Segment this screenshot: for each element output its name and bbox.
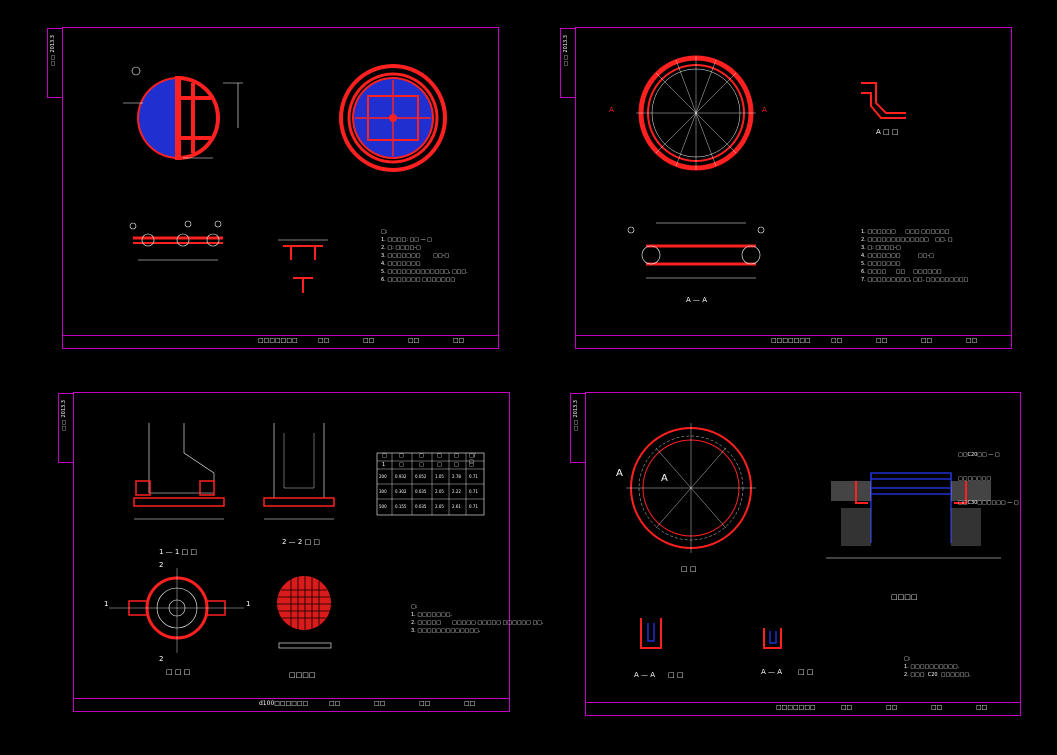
view-label-a-a-2: A — A (761, 668, 783, 676)
view-label-section: □□□□ (891, 593, 918, 601)
drawing-sheet-2: □□ 2013.3 A A A □ □ (560, 27, 1012, 349)
drawing-sheet-3: □□ 2013.3 (58, 392, 544, 712)
title-block-name: □□□□□□□ (771, 337, 811, 344)
view-label-rebar: □□□□ (289, 671, 316, 679)
side-tab-text: □□ 2013.3 (61, 400, 67, 432)
detail-label: A □ □ (876, 128, 899, 136)
marker-a-right: A (762, 106, 767, 114)
title-block-c3: □□ (931, 704, 943, 711)
sheet-1-drawing (123, 64, 447, 293)
title-block: □□□□□□□ □□ □□ □□ □□ (576, 335, 1011, 348)
marker-1-right: 1 (246, 600, 251, 608)
legend-item: □□□□□□□ (958, 476, 992, 482)
title-block-c2: □□ (886, 704, 898, 711)
rebar-grid-plan (277, 576, 332, 649)
ring-section-view (826, 472, 1001, 559)
title-block-c4: □□ (453, 337, 465, 344)
sheet-side-tab: □□ 2013.3 (560, 28, 576, 98)
drawing-sheet-4: □□ 2013.3 (570, 392, 1021, 716)
title-block-c2: □□ (876, 337, 888, 344)
title-block-c3: □□ (419, 700, 431, 707)
title-block: □□□□□□□ □□ □□ □□ □□ (586, 702, 1020, 715)
sheet-side-tab: □□ 2013.3 (570, 393, 586, 463)
frame-section-view (627, 222, 765, 279)
title-block-name: □□□□□□□ (776, 704, 816, 711)
view-label-1-1: 1 — 1 □ □ (159, 548, 198, 556)
legend-item: □□C30□□□□□□ — □ (958, 500, 1019, 506)
title-block-c4: □□ (966, 337, 978, 344)
sheet-notes: □: 1. □□□□□□□□□□. 2. □□□ C20 □□□□□□. (904, 656, 971, 678)
title-block-c4: □□ (464, 700, 476, 707)
rib-detail-view (278, 239, 328, 293)
sheet-3-drawing (109, 423, 485, 653)
side-tab-text: □□ 2013.3 (563, 35, 569, 67)
marker-a-center: A (661, 473, 668, 484)
side-tab-text: □□ 2013.3 (573, 400, 579, 432)
title-block-c4: □□ (976, 704, 988, 711)
title-block-c1: □□ (831, 337, 843, 344)
sheet-notes: 1. □□□□□□ □□□ □□□□□□ 2. □□□□□□□□□□□□□ □□… (861, 229, 969, 283)
view-label-detail-2: □ □ (798, 668, 814, 676)
view-label-2-2: 2 — 2 □ □ (282, 538, 321, 546)
marker-2-bottom: 2 (159, 655, 164, 663)
cover-section-view (129, 220, 223, 261)
ring-plan-view (626, 423, 756, 553)
title-block: □□□□□□□ □□ □□ □□ □□ (63, 335, 498, 348)
title-block-name: □□□□□□□ (258, 337, 298, 344)
view-label-plan: □ □ (681, 565, 697, 573)
plan-view (109, 568, 244, 653)
view-label-plan: □ □ □ (166, 668, 191, 676)
manhole-cover-plan-half (123, 66, 243, 160)
sheet-2-drawing (627, 55, 906, 279)
sheet-side-tab: □□ 2013.3 (47, 28, 63, 98)
view-label-detail-1: □ □ (668, 671, 684, 679)
sheet-side-tab: □□ 2013.3 (58, 393, 74, 463)
marker-1-left: 1 (104, 600, 109, 608)
title-block-c3: □□ (408, 337, 420, 344)
frame-plan-view (636, 55, 756, 171)
sheet-notes: □: 1. □□□□□□□. 2. □□□□□ □□□□□ □□□□□ □□□□… (411, 604, 544, 634)
edge-detail-1 (640, 618, 662, 649)
marker-a-left: A (616, 468, 623, 479)
dimension-table (376, 452, 485, 516)
title-block-c2: □□ (374, 700, 386, 707)
edge-detail-2 (763, 628, 782, 649)
section-label: A — A (686, 296, 708, 304)
title-block-c2: □□ (363, 337, 375, 344)
title-block: d100□□□□□□ □□ □□ □□ □□ (74, 698, 509, 711)
legend-item: □□C20□□ — □ (958, 452, 1000, 458)
manhole-cover-plan-full (339, 64, 447, 172)
section-1-1 (133, 423, 225, 520)
view-label-a-a-1: A — A (634, 671, 656, 679)
title-block-c1: □□ (318, 337, 330, 344)
side-tab-text: □□ 2013.3 (50, 35, 56, 67)
title-block-name: d100□□□□□□ (259, 700, 309, 707)
frame-detail-a (861, 82, 906, 119)
marker-a-left: A (609, 106, 614, 114)
title-block-c3: □□ (921, 337, 933, 344)
section-legend: □□C20□□ — □ □□□□□□□ □□C30□□□□□□ — □ (958, 435, 1019, 523)
section-2-2 (263, 423, 335, 520)
sheet-4-drawing (626, 423, 1001, 649)
sheet-notes: □: 1. □□□□: □□ — □ 2. □: □□□□-□ 3. □□□□□… (381, 229, 468, 283)
marker-2-top: 2 (159, 561, 164, 569)
drawing-sheet-1: □□ 2013.3 (47, 27, 499, 349)
title-block-c1: □□ (329, 700, 341, 707)
title-block-c1: □□ (841, 704, 853, 711)
